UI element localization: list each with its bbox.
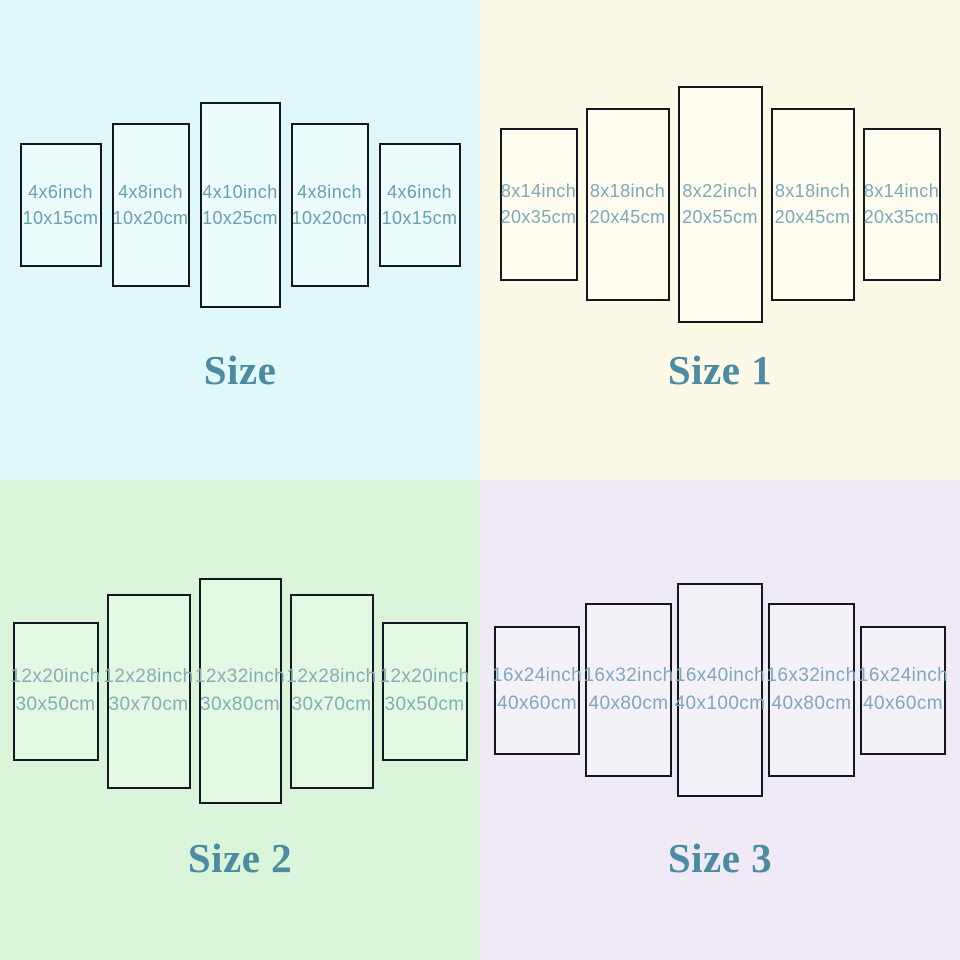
panel-size-label: 4x6inch 10x15cm: [382, 179, 458, 231]
canvas-panel: 12x28inch 30x70cm: [286, 593, 376, 789]
panel-size-cm: 10x15cm: [22, 208, 99, 228]
canvas-panel: 4x8inch 10x20cm: [111, 123, 190, 287]
quadrant-title: Size: [203, 347, 277, 393]
panel-size-cm: 30x80cm: [200, 694, 280, 715]
canvas-panel: 4x6inch 10x15cm: [378, 143, 461, 267]
panel-size-cm: 20x35cm: [500, 207, 577, 227]
canvas-panel: 4x6inch 10x15cm: [19, 143, 102, 267]
panel-row: 12x20inch 30x50cm 12x28inch 30x70cm 12x3…: [0, 480, 480, 902]
quadrant-title: Size 2: [187, 835, 293, 881]
canvas-panel: 16x24inch 40x60cm: [492, 625, 582, 755]
panel-size-cm: 10x25cm: [202, 208, 278, 228]
panel-size-label: 12x20inch 30x50cm: [10, 663, 100, 718]
canvas-panel: 12x32inch 30x80cm: [195, 578, 285, 804]
canvas-panel: 12x20inch 30x50cm: [10, 621, 100, 761]
panel-size-label: 8x22inch 20x55cm: [682, 178, 758, 230]
panel-row: 4x6inch 10x15cm 4x8inch 10x20cm 4x10inch…: [0, 0, 480, 410]
panel-size-inch: 16x32inch: [766, 665, 857, 687]
canvas-panel: 12x28inch 30x70cm: [103, 593, 193, 789]
panel-size-cm: 30x50cm: [15, 694, 96, 715]
panel-size-label: 4x6inch 10x15cm: [23, 179, 99, 231]
panel-size-cm: 20x35cm: [863, 207, 940, 227]
panel-size-cm: 10x15cm: [381, 208, 458, 228]
panel-size-label: 8x18inch 20x45cm: [775, 178, 851, 230]
canvas-panel: 4x10inch 10x25cm: [199, 102, 281, 308]
panel-size-inch: 4x6inch: [28, 181, 93, 202]
panel-size-inch: 8x22inch: [682, 180, 758, 201]
panel-size-cm: 20x45cm: [774, 207, 851, 227]
panel-size-cm: 40x60cm: [497, 693, 577, 714]
panel-size-inch: 4x10inch: [202, 181, 278, 202]
panel-size-label: 12x32inch 30x80cm: [195, 663, 285, 718]
quadrant-size-3: 16x24inch 40x60cm 16x32inch 40x80cm 16x4…: [480, 480, 960, 960]
panel-size-cm: 40x80cm: [771, 693, 852, 714]
panel-size-inch: 8x14inch: [500, 180, 577, 201]
panel-size-inch: 8x14inch: [863, 180, 940, 201]
panel-size-label: 16x32inch 40x80cm: [583, 662, 673, 717]
canvas-panel: 8x22inch 20x55cm: [677, 85, 763, 323]
panel-size-label: 16x32inch 40x80cm: [766, 662, 856, 717]
panel-size-cm: 10x20cm: [291, 208, 368, 228]
panel-size-cm: 30x70cm: [291, 694, 372, 715]
panel-size-inch: 12x32inch: [194, 666, 286, 688]
panel-size-label: 4x8inch 10x20cm: [113, 179, 189, 231]
panel-size-inch: 4x6inch: [387, 181, 452, 202]
quadrant-size-1: 8x14inch 20x35cm 8x18inch 20x45cm 8x22in…: [480, 0, 960, 480]
panel-size-label: 8x18inch 20x45cm: [590, 178, 666, 230]
panel-size-cm: 20x55cm: [682, 207, 758, 227]
panel-size-cm: 30x50cm: [384, 694, 465, 715]
panel-size-inch: 8x18inch: [589, 180, 666, 201]
panel-size-label: 12x28inch 30x70cm: [286, 663, 376, 718]
quadrant-title: Size 1: [667, 347, 773, 393]
panel-size-cm: 40x80cm: [588, 693, 669, 714]
canvas-panel: 16x32inch 40x80cm: [583, 603, 673, 777]
panel-size-cm: 10x20cm: [112, 208, 189, 228]
panel-size-label: 12x28inch 30x70cm: [103, 663, 193, 718]
panel-size-inch: 16x32inch: [583, 665, 674, 687]
panel-size-inch: 4x8inch: [297, 181, 362, 202]
panel-size-inch: 12x28inch: [103, 666, 194, 688]
panel-size-inch: 12x20inch: [10, 666, 101, 688]
panel-size-label: 4x10inch 10x25cm: [202, 179, 278, 231]
panel-size-inch: 12x28inch: [286, 666, 377, 688]
panel-size-inch: 16x40inch: [674, 665, 766, 687]
canvas-panel: 12x20inch 30x50cm: [379, 621, 469, 761]
panel-size-cm: 40x100cm: [674, 693, 766, 714]
panel-size-inch: 8x18inch: [774, 180, 851, 201]
panel-size-inch: 4x8inch: [118, 181, 183, 202]
panel-size-inch: 16x24inch: [491, 665, 583, 687]
canvas-panel: 8x14inch 20x35cm: [862, 127, 941, 281]
panel-size-cm: 40x60cm: [863, 693, 943, 714]
panel-size-inch: 12x20inch: [379, 666, 470, 688]
panel-size-label: 8x14inch 20x35cm: [501, 178, 577, 230]
canvas-panel: 8x14inch 20x35cm: [499, 127, 578, 281]
panel-size-cm: 30x70cm: [108, 694, 189, 715]
panel-size-label: 16x24inch 40x60cm: [492, 662, 582, 717]
quadrant-size: 4x6inch 10x15cm 4x8inch 10x20cm 4x10inch…: [0, 0, 480, 480]
canvas-panel: 8x18inch 20x45cm: [585, 107, 670, 301]
panel-size-label: 16x24inch 40x60cm: [858, 662, 948, 717]
panel-size-label: 8x14inch 20x35cm: [864, 178, 940, 230]
quadrant-title: Size 3: [667, 835, 773, 881]
panel-size-label: 4x8inch 10x20cm: [292, 179, 368, 231]
canvas-panel: 8x18inch 20x45cm: [770, 107, 855, 301]
panel-size-label: 16x40inch 40x100cm: [675, 662, 766, 717]
panel-row: 16x24inch 40x60cm 16x32inch 40x80cm 16x4…: [480, 480, 960, 900]
canvas-panel: 16x40inch 40x100cm: [675, 583, 766, 797]
quadrant-size-2: 12x20inch 30x50cm 12x28inch 30x70cm 12x3…: [0, 480, 480, 960]
canvas-panel: 16x24inch 40x60cm: [858, 625, 948, 755]
panel-size-cm: 20x45cm: [589, 207, 666, 227]
panel-row: 8x14inch 20x35cm 8x18inch 20x45cm 8x22in…: [480, 0, 960, 408]
canvas-panel: 16x32inch 40x80cm: [766, 603, 856, 777]
panel-size-label: 12x20inch 30x50cm: [379, 663, 469, 718]
canvas-panel: 4x8inch 10x20cm: [290, 123, 369, 287]
panel-size-inch: 16x24inch: [857, 665, 949, 687]
